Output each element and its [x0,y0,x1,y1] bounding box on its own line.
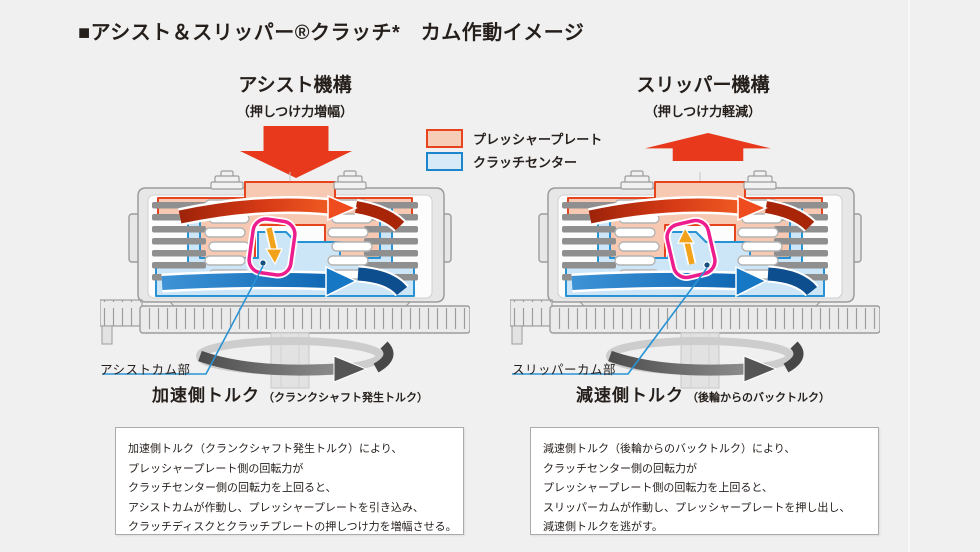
description-line: 加速側トルク（クランクシャフト発生トルク）により、 [128,443,403,455]
assist-heading-group: アシスト機構 （押しつけ力増幅） [170,70,420,120]
slipper-torque-note: （後輪からのバックトルク） [687,392,830,404]
slipper-torque-caption: 減速側トルク （後輪からのバックトルク） [518,381,888,406]
slipper-cam-label: スリッパーカム部 [512,363,617,377]
assist-torque-note: （クランクシャフト発生トルク） [263,392,428,404]
right-edge-divider [908,0,910,552]
description-line: プレッシャープレート側の回転力を上回ると、 [543,482,773,494]
slipper-subheading: （押しつけ力軽減） [644,104,762,119]
page-title: ■アシスト＆スリッパー®クラッチ* カム作動イメージ [78,22,585,44]
description-line: クラッチディスクとクラッチプレートの押しつけ力を増幅させる。 [128,521,457,533]
cam-callout-dot [259,259,267,267]
assist-clutch-diagram [100,170,470,400]
description-line: プレッシャープレート側の回転力が [128,462,304,475]
description-line: アシストカムが作動し、プレッシャープレートを引き込み、 [128,501,424,514]
cam-callout-dot [703,261,711,269]
assist-cam-label: アシストカム部 [100,363,191,377]
slipper-torque-label: 減速側トルク [576,386,684,405]
assist-callout-line [102,265,264,375]
clutch-center-swatch [426,152,463,171]
slipper-heading: スリッパー機構 [636,75,770,96]
assist-heading: アシスト機構 [238,75,352,96]
slipper-description-box: 減速側トルク（後輪からのバックトルク）により、 クラッチセンター側の回転力が プ… [530,427,879,535]
assist-torque-label: 加速側トルク [152,386,260,405]
legend-item-clutch-center: クラッチセンター [426,152,602,171]
force-release-arrow-icon [645,133,771,161]
slipper-callout-line [512,267,708,375]
legend-item-pressure-plate: プレッシャープレート [426,129,602,148]
slipper-clutch-diagram [510,170,880,400]
assist-subheading: （押しつけ力増幅） [236,104,354,119]
cam-arrow-down-icon [264,227,283,266]
assist-torque-caption: 加速側トルク （クランクシャフト発生トルク） [105,381,475,406]
cam-arrow-up-icon [677,226,697,265]
assist-description-box: 加速側トルク（クランクシャフト発生トルク）により、 プレッシャープレート側の回転… [115,427,464,535]
description-line: 減速側トルク（後輪からのバックトルク）により、 [543,443,796,455]
description-line: クラッチセンター側の回転力が [543,462,697,475]
slipper-cam-highlight [663,217,719,281]
legend: プレッシャープレート クラッチセンター [426,129,602,175]
legend-label-pressure-plate: プレッシャープレート [473,132,603,147]
description-line: スリッパーカムが作動し、プレッシャープレートを押し出し、 [543,501,851,514]
pressure-plate-swatch [426,129,463,148]
slipper-heading-group: スリッパー機構 （押しつけ力軽減） [578,70,828,120]
description-line: クラッチセンター側の回転力を上回ると、 [128,482,337,494]
description-line: 減速側トルクを逃がす。 [543,521,663,533]
legend-label-clutch-center: クラッチセンター [473,155,578,170]
